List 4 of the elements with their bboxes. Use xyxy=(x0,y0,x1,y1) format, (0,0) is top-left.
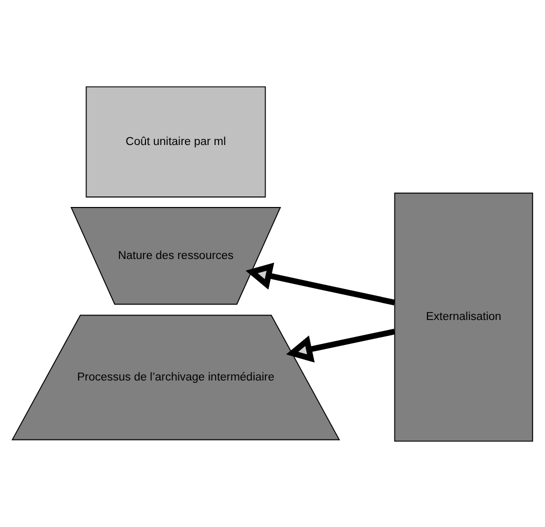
node-box: Externalisation xyxy=(394,192,534,442)
arrow xyxy=(286,328,396,362)
node-box: Coût unitaire par ml xyxy=(86,86,266,197)
arrow xyxy=(246,262,396,305)
